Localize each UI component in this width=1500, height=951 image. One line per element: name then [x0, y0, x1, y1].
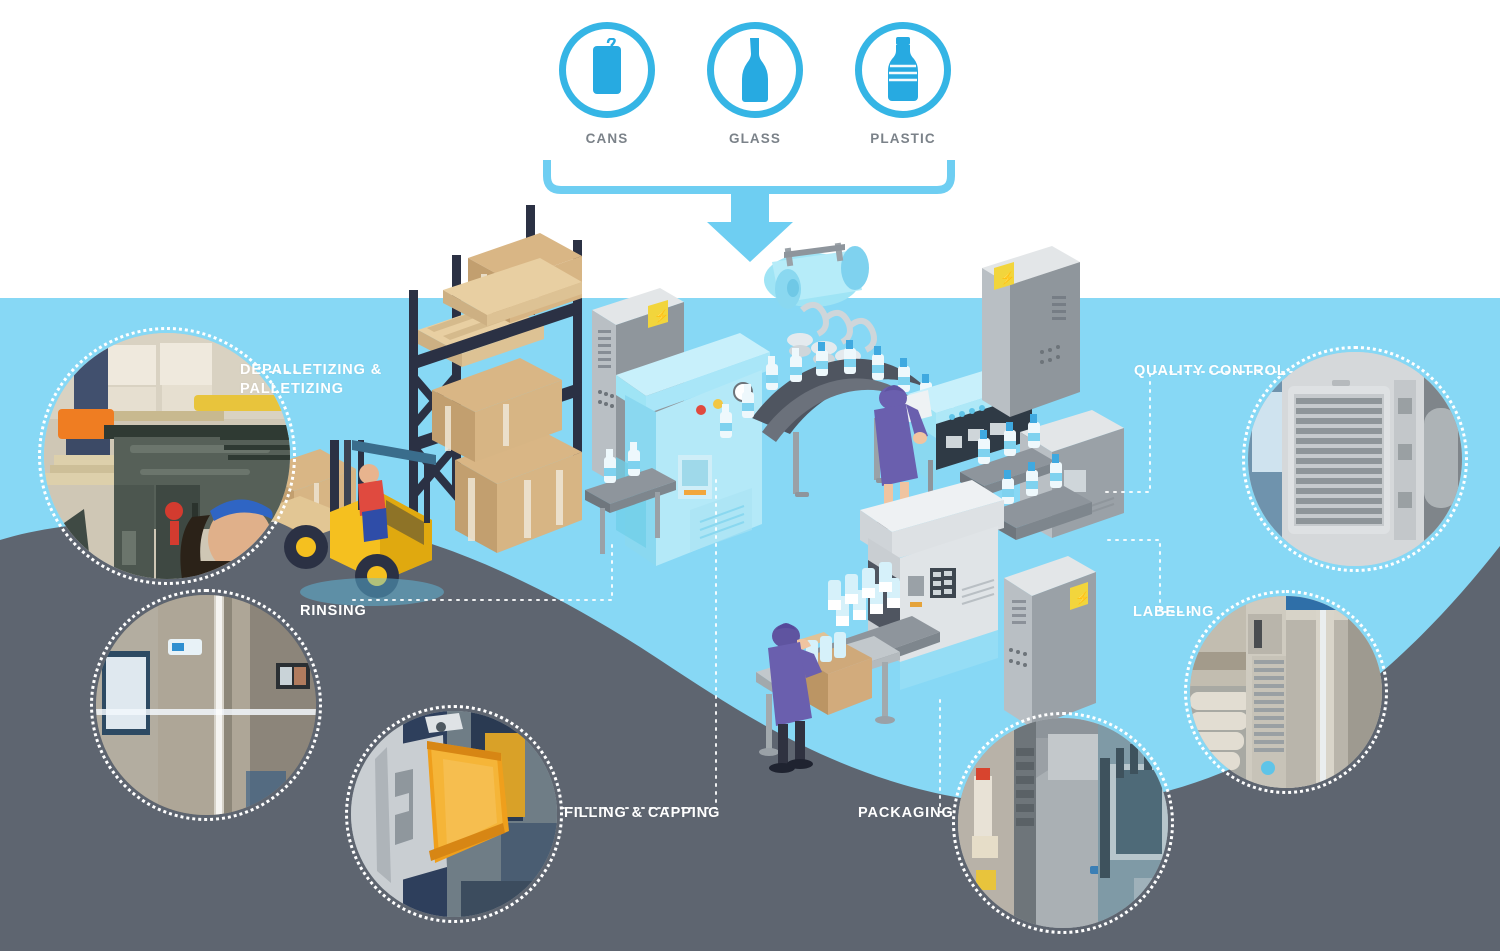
- step-label-rinsing-text: RINSING: [300, 603, 367, 619]
- amber-beacon-light-photo: [351, 711, 557, 917]
- connector-lines: [237, 371, 1301, 813]
- photo-filling: [351, 711, 557, 917]
- plastic-label: PLASTIC: [870, 131, 936, 146]
- stainless-cabinet-photo: [96, 595, 316, 815]
- svg-text:⚡: ⚡: [654, 309, 669, 323]
- electrical-cabinet-right: ⚡: [982, 246, 1080, 417]
- filter-fan-grille-photo: [1248, 352, 1462, 566]
- step-label-depalletizing-line1: DEPALLETIZING &: [240, 362, 383, 378]
- photo-depalletizing: [44, 333, 290, 579]
- rinser-machine: [616, 333, 770, 566]
- plastic-circle: [855, 22, 951, 118]
- packing-station: [756, 562, 940, 773]
- photo-packaging: [958, 718, 1168, 928]
- step-label-packaging-text: PACKAGING: [858, 805, 954, 821]
- electrical-cabinet-bottom: ⚡: [1004, 556, 1096, 728]
- can-icon: [593, 38, 621, 94]
- step-label-labeling-text: LABELING: [1133, 604, 1215, 620]
- material-bracket: [543, 160, 955, 194]
- step-label-rinsing: RINSING: [300, 602, 367, 621]
- transfer-conveyor: [988, 454, 1092, 540]
- cans-circle: [559, 22, 655, 118]
- forklift-pallet-photo: [44, 333, 290, 579]
- cans-label: CANS: [585, 131, 629, 146]
- svg-text:⚡: ⚡: [1075, 591, 1090, 605]
- material-option-glass[interactable]: GLASS: [693, 22, 817, 146]
- photo-quality-control: [1248, 352, 1462, 566]
- glass-label: GLASS: [728, 131, 781, 146]
- step-label-filling-text: FILLING & CAPPING: [564, 805, 721, 821]
- step-label-labeling: LABELING: [1133, 603, 1214, 622]
- infeed-conveyor: [585, 442, 676, 554]
- down-arrow-icon: [707, 192, 793, 262]
- photo-labeling: [1190, 596, 1382, 788]
- step-label-packaging: PACKAGING: [858, 804, 954, 823]
- step-label-quality-control-text: QUALITY CONTROL: [1134, 363, 1287, 379]
- glass-bottle-icon: [742, 38, 768, 102]
- material-option-cans[interactable]: CANS: [545, 22, 669, 146]
- step-label-filling: FILLING & CAPPING: [564, 804, 720, 823]
- bottle-group-infeed: [604, 442, 640, 483]
- svg-text:⚡: ⚡: [1000, 271, 1015, 285]
- plastic-bottle-icon: [888, 37, 918, 101]
- step-label-depalletizing-line2: PALLETIZING: [240, 380, 344, 397]
- step-label-quality-control: QUALITY CONTROL: [1134, 362, 1287, 381]
- stainless-enclosure-photo: [958, 718, 1168, 928]
- step-label-depalletizing: DEPALLETIZING & PALLETIZING: [240, 361, 460, 398]
- material-option-plastic[interactable]: PLASTIC: [841, 22, 965, 146]
- glass-circle: [707, 22, 803, 118]
- material-selector: CANS GLASS: [545, 22, 965, 182]
- bottle-pack-group: [828, 562, 900, 626]
- cooling-unit-photo: [1190, 596, 1382, 788]
- photo-rinsing: [96, 595, 316, 815]
